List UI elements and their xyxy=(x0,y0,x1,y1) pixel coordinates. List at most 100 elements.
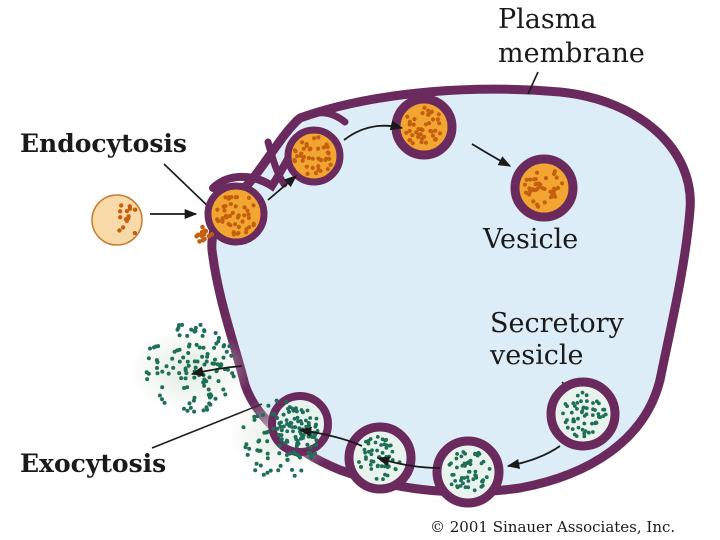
cargo-dot xyxy=(571,401,576,406)
cargo-dot xyxy=(328,162,333,167)
cargo-dot xyxy=(284,400,289,405)
cargo-dot xyxy=(296,441,301,446)
cargo-dot xyxy=(205,352,210,356)
plasma-membrane-label-line2: membrane xyxy=(498,38,645,69)
cargo-dot xyxy=(433,137,438,142)
cargo-dot xyxy=(200,333,205,338)
cargo-dot xyxy=(450,473,455,477)
cargo-dot xyxy=(284,418,289,422)
cargo-dot xyxy=(292,148,297,153)
cargo-dot xyxy=(227,344,232,349)
cargo-dot xyxy=(230,371,235,376)
cargo-dot xyxy=(458,484,463,488)
cargo-dot xyxy=(290,467,294,472)
cargo-dot xyxy=(146,356,151,361)
cargo-dot xyxy=(197,345,202,350)
cargo-dot xyxy=(463,464,467,468)
cargo-dot xyxy=(375,464,380,469)
cargo-dot xyxy=(260,413,265,417)
cargo-dot xyxy=(560,181,565,186)
cargo-dot xyxy=(275,426,280,431)
cargo-dot xyxy=(535,186,541,191)
cargo-dot xyxy=(217,336,221,340)
cargo-dot xyxy=(368,462,373,467)
cargo-dot xyxy=(416,127,421,132)
cargo-dot xyxy=(460,463,465,468)
cargo-dot xyxy=(325,166,330,172)
cargo-dot xyxy=(204,405,209,410)
cargo-dot xyxy=(225,367,230,372)
cargo-dot xyxy=(160,397,164,402)
cargo-dot xyxy=(298,153,303,158)
cargo-dot xyxy=(407,122,412,127)
cargo-dot xyxy=(563,402,568,406)
cargo-dot xyxy=(570,427,575,431)
cargo-dot xyxy=(369,452,374,457)
cargo-dot xyxy=(289,421,294,425)
cargo-dot xyxy=(188,405,193,410)
cargo-dot xyxy=(602,407,607,412)
cargo-dot xyxy=(455,465,459,470)
cargo-dot xyxy=(186,351,191,355)
cargo-dot xyxy=(325,150,330,155)
cargo-dot xyxy=(274,398,279,403)
arrow-icon xyxy=(471,143,512,167)
cargo-dot xyxy=(363,450,367,455)
cargo-dot xyxy=(265,456,270,461)
cargo-dot xyxy=(299,140,305,145)
cargo-dot xyxy=(314,422,318,427)
cargo-dot xyxy=(216,339,221,344)
cargo-dot xyxy=(155,366,159,370)
cargo-dot xyxy=(466,479,471,483)
cargo-dot xyxy=(390,449,395,454)
cargo-dot xyxy=(185,359,190,364)
cargo-dot xyxy=(252,414,257,419)
cargo-dot xyxy=(258,463,263,468)
cargo-dot xyxy=(385,473,390,478)
cargo-dot xyxy=(484,475,489,480)
cargo-dot xyxy=(247,446,252,451)
cargo-dot xyxy=(312,435,317,440)
cargo-dot xyxy=(148,346,152,351)
cargo-dot xyxy=(181,355,186,360)
cargo-dot xyxy=(583,429,588,433)
cargo-dot xyxy=(292,416,297,421)
cargo-dot xyxy=(182,386,187,390)
endocytosis-pointer xyxy=(163,163,215,213)
cargo-dot xyxy=(186,363,191,368)
cargo-dot xyxy=(207,375,212,380)
cargo-dot xyxy=(271,426,276,431)
cargo-dot xyxy=(117,228,122,233)
cargo-dot xyxy=(240,219,245,224)
cargo-dot xyxy=(199,229,205,235)
cargo-dot xyxy=(233,195,238,200)
cargo-dot xyxy=(572,432,577,437)
cargo-dot xyxy=(281,412,286,417)
cargo-dot xyxy=(282,424,286,429)
cargo-dot xyxy=(160,385,165,390)
cargo-dot xyxy=(153,344,158,349)
secretory-vesicle xyxy=(546,377,620,451)
cargo-dot xyxy=(459,454,464,459)
cargo-dot xyxy=(408,138,413,143)
cargo-dot xyxy=(461,481,465,486)
cargo-dot xyxy=(265,451,270,456)
cargo-dot xyxy=(522,182,528,187)
cargo-dot xyxy=(246,195,252,200)
cargo-dot xyxy=(532,188,537,193)
cargo-dot xyxy=(192,375,197,380)
cargo-dot xyxy=(375,448,379,453)
cargo-dot xyxy=(535,181,540,186)
cargo-dot xyxy=(551,171,557,176)
cargo-dot xyxy=(202,383,207,388)
cargo-dot xyxy=(290,406,295,411)
cargo-dot xyxy=(449,461,453,466)
endocytosis-label: Endocytosis xyxy=(20,129,187,158)
cargo-dot xyxy=(244,442,249,447)
cargo-dot xyxy=(368,437,373,441)
cargo-dot xyxy=(222,208,227,213)
cargo-dot xyxy=(575,401,580,405)
cargo-dot xyxy=(572,404,577,408)
cargo-dot xyxy=(305,408,310,413)
